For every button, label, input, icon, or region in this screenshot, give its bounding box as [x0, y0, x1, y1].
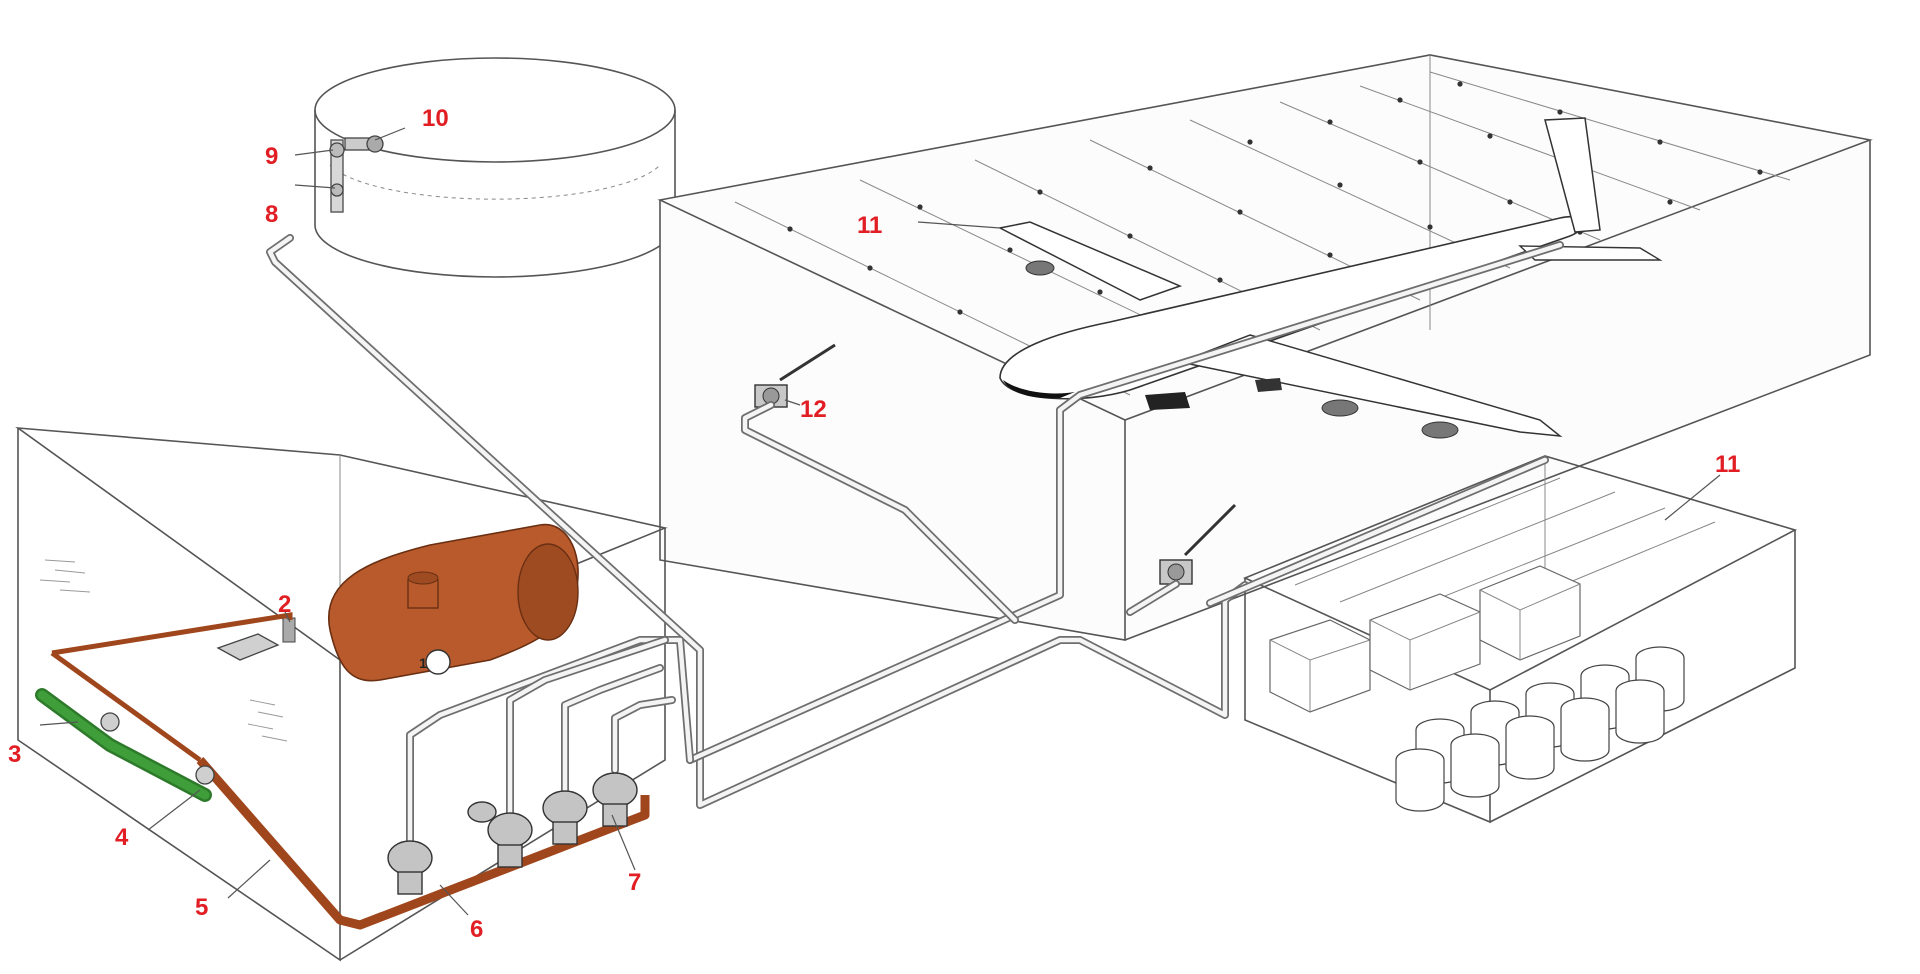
suction-pipe-green — [35, 688, 215, 802]
callout-12: 12 — [800, 396, 827, 423]
brown-header-pipe — [50, 612, 650, 930]
callout-6: 6 — [470, 916, 483, 943]
callout-3: 3 — [8, 741, 21, 768]
fire-main-piping — [266, 234, 1564, 844]
brick-texture — [39, 559, 288, 742]
callout-1: 1 — [419, 655, 427, 671]
pressure-tank — [327, 523, 579, 682]
callout-4: 4 — [115, 824, 129, 851]
callout-8: 8 — [265, 201, 278, 228]
callout-11-warehouse: 11 — [1715, 451, 1740, 478]
warehouse-drums — [1395, 646, 1685, 812]
callout-7: 7 — [628, 869, 641, 896]
callout-10: 10 — [422, 105, 449, 132]
pump-house — [15, 426, 668, 962]
warehouse-stored-goods — [1269, 565, 1581, 713]
callout-9: 9 — [265, 143, 278, 170]
water-storage-tank — [314, 57, 676, 278]
callout-5: 5 — [195, 894, 208, 921]
callout-2: 2 — [278, 591, 291, 618]
aircraft — [997, 117, 1663, 439]
tank-valve-assembly — [329, 135, 384, 213]
callout-labels: 1 2 3 4 5 6 7 8 9 10 11 11 12 — [8, 105, 1740, 943]
fire-pumps — [387, 772, 638, 895]
callout-leader-lines — [39, 127, 1721, 916]
callout-11-hangar: 11 — [857, 212, 882, 239]
